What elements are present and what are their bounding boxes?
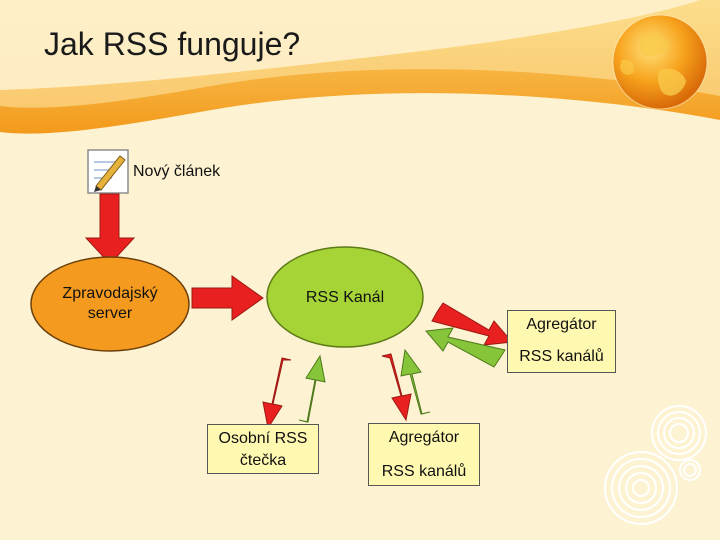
arrow-server-to-channel xyxy=(191,275,264,321)
arrow-right-aggregator-pull xyxy=(425,327,506,368)
news-server-node xyxy=(30,256,190,352)
aggregator-right-box: Agregátor RSS kanálů xyxy=(507,310,616,373)
arrow-channel-to-personal-reader xyxy=(262,357,292,430)
rss-channel-node xyxy=(266,246,424,348)
personal-reader-line1: Osobní RSS xyxy=(218,430,308,447)
arrow-channel-to-bottom-aggregator xyxy=(381,353,412,422)
arrow-personal-reader-pull xyxy=(298,354,326,423)
arrow-article-to-server xyxy=(84,193,136,265)
news-server-label-line1: Zpravodajský xyxy=(62,285,158,302)
slide-title: Jak RSS funguje? xyxy=(44,26,301,62)
globe-icon xyxy=(612,14,708,110)
header-band-inner xyxy=(0,0,700,90)
personal-reader-box: Osobní RSS čtečka xyxy=(207,424,319,474)
rss-channel-label: RSS Kanál xyxy=(305,289,385,306)
arrow-bottom-aggregator-pull xyxy=(400,348,431,415)
news-server-label: Zpravodajský server xyxy=(40,284,180,324)
decorative-rings xyxy=(604,405,707,525)
news-server-label-line2: server xyxy=(87,305,133,322)
document-pencil-icon xyxy=(87,149,129,194)
personal-reader-line2: čtečka xyxy=(239,452,287,469)
aggregator-bottom-line2: RSS kanálů xyxy=(381,463,467,480)
aggregator-right-line1: Agregátor xyxy=(526,316,597,333)
aggregator-bottom-line1: Agregátor xyxy=(388,429,460,446)
new-article-label: Nový článek xyxy=(133,163,221,180)
aggregator-bottom-box: Agregátor RSS kanálů xyxy=(368,423,480,486)
aggregator-right-line2: RSS kanálů xyxy=(519,348,604,365)
